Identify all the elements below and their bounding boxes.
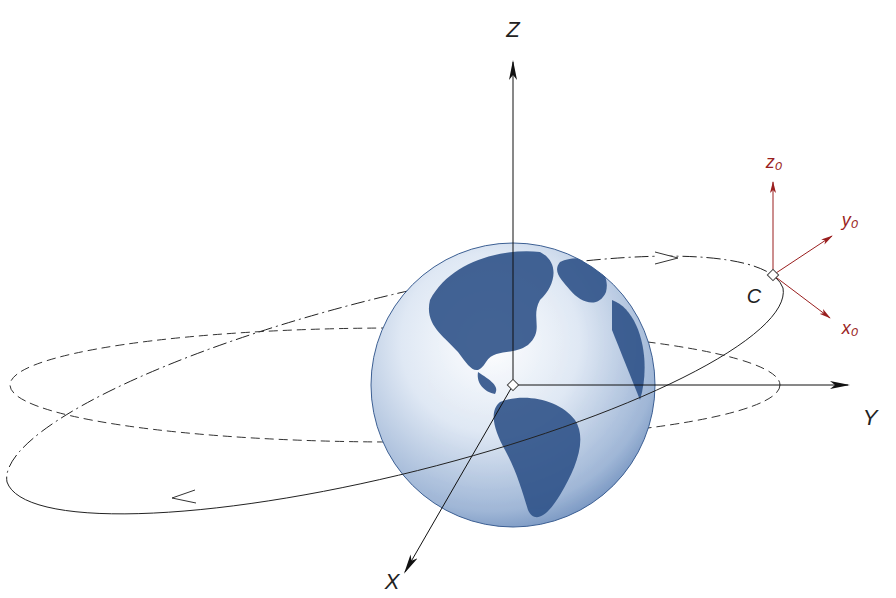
local-axis-label: z₀: [766, 153, 783, 171]
x-axis: [405, 385, 513, 572]
z-axis: [513, 62, 514, 385]
y0-axis: [773, 236, 832, 275]
axis-label: Y: [863, 407, 878, 429]
local-axis-label: x₀: [842, 319, 859, 337]
origin-point: [507, 379, 518, 390]
y-axis: [513, 385, 848, 386]
orbit-direction-arrow: [172, 490, 196, 503]
local-axis-label: y₀: [842, 211, 859, 229]
axis-label: X: [385, 571, 400, 593]
point-label: C: [747, 286, 761, 306]
orbit-front: [7, 288, 783, 514]
z0-axis: [773, 182, 774, 275]
axis-label: Z: [506, 19, 519, 41]
x0-axis: [773, 275, 830, 318]
satellite-point: [767, 269, 778, 280]
orbit-direction-arrow: [655, 252, 678, 264]
